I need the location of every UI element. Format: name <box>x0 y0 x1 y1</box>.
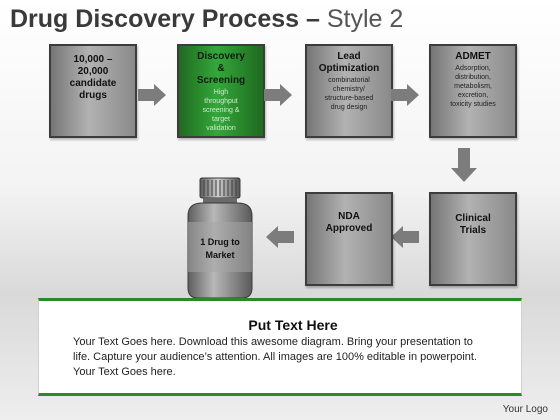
panel-body: Your Text Goes here. Download this aweso… <box>73 335 513 380</box>
step-nda-approved: NDA Approved <box>305 192 393 286</box>
title-sub: Style 2 <box>326 5 404 33</box>
arrow-down-icon <box>451 148 477 182</box>
page-title: Drug Discovery Process – Style 2 <box>10 5 403 34</box>
panel-line: Your Text Goes here. <box>73 366 176 378</box>
arrow-right-icon <box>264 84 292 106</box>
arrow-right-icon <box>138 84 166 106</box>
step-head: ADMET <box>455 51 491 62</box>
pill-bottle-icon <box>187 177 253 299</box>
panel-line: life. Capture your audience’s attention.… <box>73 351 477 363</box>
bottle-label: 1 Drug to Market <box>200 237 240 260</box>
step-clinical-trials: Clinical Trials <box>429 192 517 286</box>
step-discovery-screening: Discovery & Screening High throughput sc… <box>177 44 265 138</box>
logo-text: Your Logo <box>502 404 548 415</box>
arrow-right-icon <box>391 84 419 106</box>
step-desc: Adsorption, distribution, metabolism, ex… <box>450 65 496 108</box>
step-head: Lead Optimization <box>318 51 380 74</box>
step-head: NDA Approved <box>325 211 373 234</box>
text-panel: Put Text Here Your Text Goes here. Downl… <box>38 298 522 396</box>
panel-title: Put Text Here <box>248 317 338 333</box>
arrow-left-icon <box>391 226 419 248</box>
title-main: Drug Discovery Process – <box>10 5 327 33</box>
panel-line: Your Text Goes here. Download this aweso… <box>73 336 473 348</box>
step-head: Clinical Trials <box>455 213 491 236</box>
step-head: 10,000 – 20,000 candidate drugs <box>69 54 117 101</box>
step-admet: ADMET Adsorption, distribution, metaboli… <box>429 44 517 138</box>
step-candidate-drugs: 10,000 – 20,000 candidate drugs <box>49 44 137 138</box>
step-lead-optimization: Lead Optimization combinatorial chemistr… <box>305 44 393 138</box>
step-head: Discovery & Screening <box>196 51 246 86</box>
step-desc: High throughput screening & target valid… <box>202 89 240 132</box>
step-desc: combinatorial chemistry/ structure-based… <box>324 77 374 111</box>
arrow-left-icon <box>266 226 294 248</box>
